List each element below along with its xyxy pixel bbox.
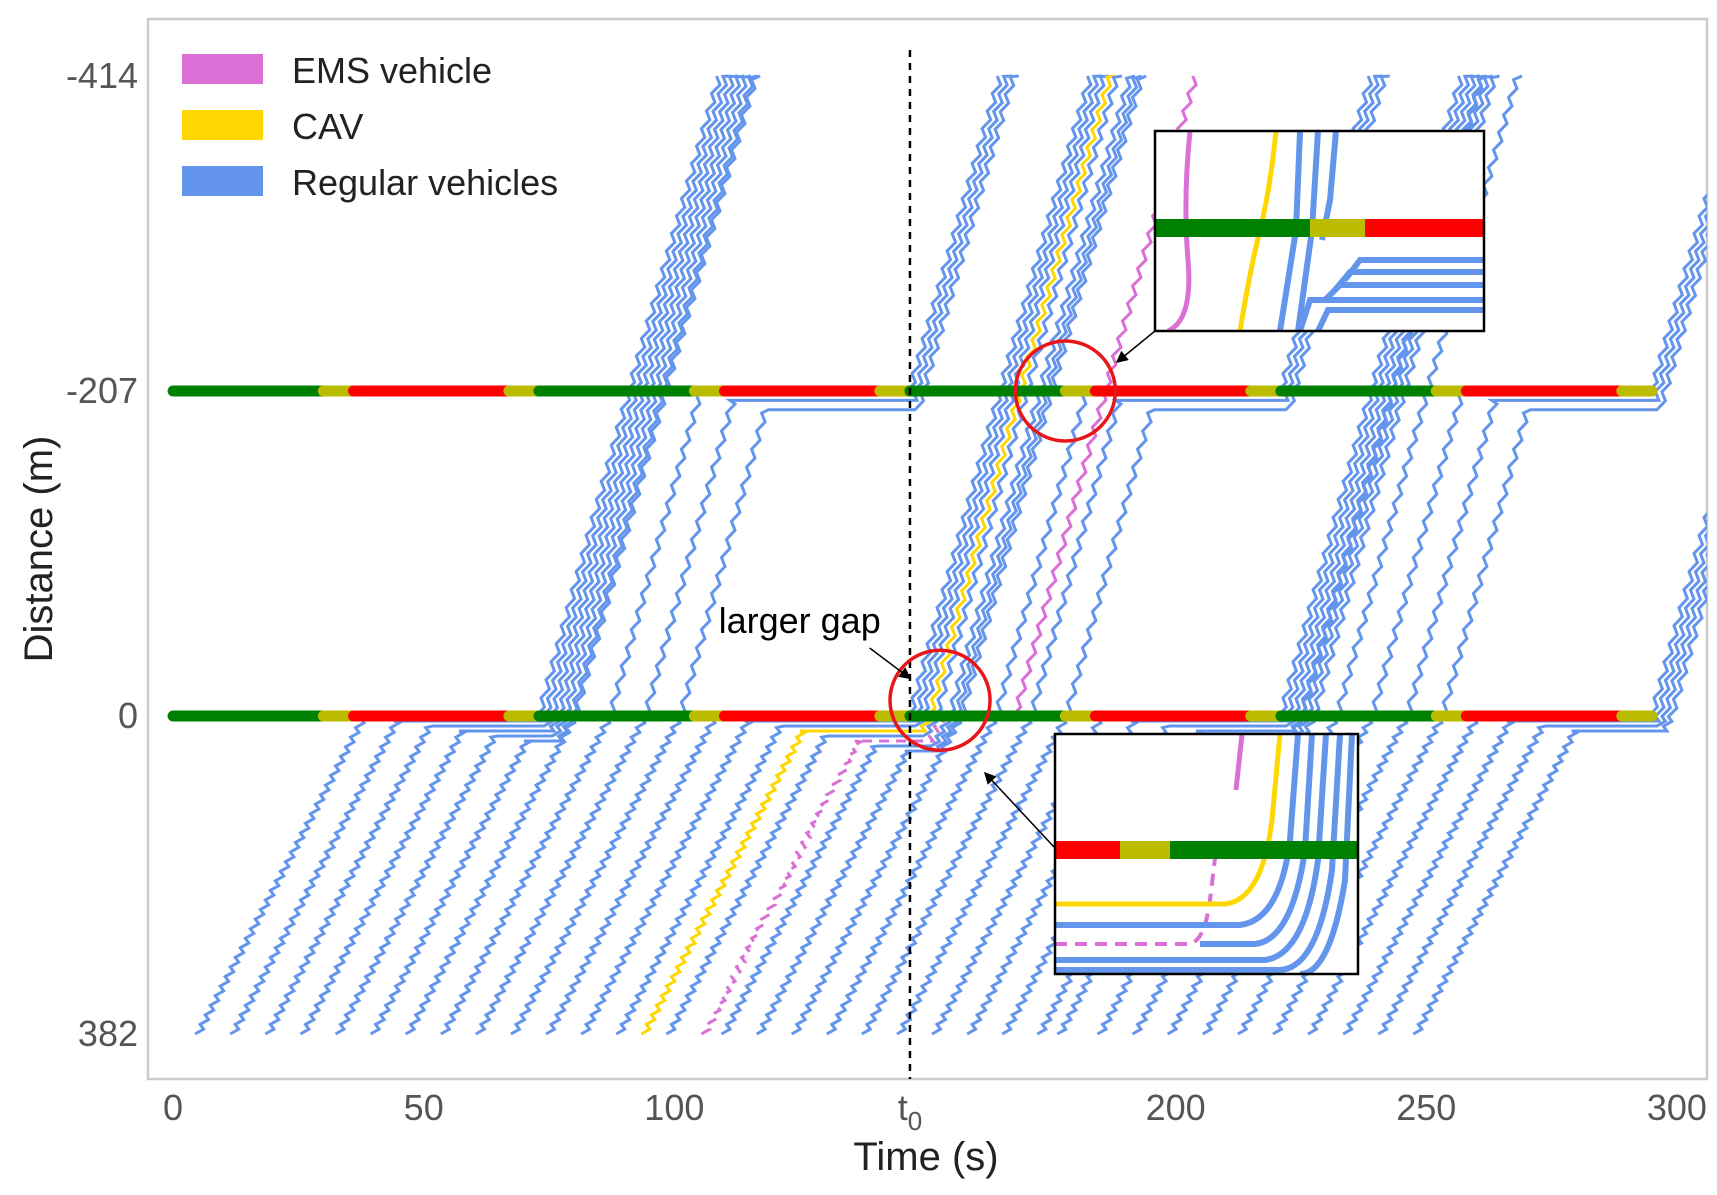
y-axis-ticks: -414 -207 0 382 bbox=[66, 55, 138, 1054]
x-tick-label: 200 bbox=[1146, 1087, 1206, 1128]
regular-vehicle-trajectory bbox=[1412, 572, 1707, 1036]
inset-lower-arrow bbox=[983, 771, 1056, 849]
annotation-label: larger gap bbox=[719, 600, 881, 641]
regular-vehicle-trajectory bbox=[194, 75, 722, 1036]
regular-vehicle-trajectory bbox=[440, 75, 1003, 1036]
inset-zoom-lower bbox=[1053, 732, 1360, 976]
regular-vehicle-trajectory bbox=[334, 74, 752, 1036]
x-tick-label: 250 bbox=[1396, 1087, 1456, 1128]
legend-label-cav: CAV bbox=[292, 106, 363, 147]
inset-lower-cav-trajectory bbox=[1055, 734, 1283, 907]
regular-vehicle-trajectory bbox=[264, 74, 739, 1036]
y-tick-label: -207 bbox=[66, 370, 138, 411]
legend-label-regular: Regular vehicles bbox=[292, 162, 558, 203]
y-tick-label: -414 bbox=[66, 55, 138, 96]
regular-vehicle-trajectory bbox=[1377, 552, 1707, 1036]
regular-vehicle-trajectory bbox=[299, 74, 745, 1036]
signal-bars bbox=[167, 385, 1658, 722]
regular-vehicle-trajectory bbox=[1307, 512, 1707, 1036]
cav-vehicle-trajectory bbox=[640, 74, 1116, 1036]
legend-swatch-ems bbox=[182, 54, 263, 84]
regular-vehicle-trajectory bbox=[404, 74, 761, 1036]
regular-vehicle-trajectory bbox=[755, 74, 1142, 1036]
inset-upper-ems-trajectory bbox=[1166, 131, 1193, 331]
legend-swatch-cav bbox=[182, 110, 263, 140]
regular-vehicle-trajectory bbox=[790, 74, 1147, 1036]
x-tick-label: t0 bbox=[898, 1087, 922, 1136]
highlight-circle bbox=[1013, 339, 1118, 443]
regular-vehicle-trajectory bbox=[665, 74, 1123, 1036]
regular-vehicle-trajectory bbox=[545, 75, 1093, 1036]
inset-zoom-upper bbox=[1153, 129, 1486, 333]
annotation-larger-gap: larger gap bbox=[719, 600, 912, 680]
y-tick-label: 0 bbox=[118, 695, 138, 736]
inset-lower-ems-trajectory bbox=[1055, 734, 1245, 946]
x-tick-label: 100 bbox=[644, 1087, 704, 1128]
regular-vehicle-trajectory bbox=[615, 74, 1110, 1036]
legend: EMS vehicle CAV Regular vehicles bbox=[182, 50, 558, 203]
regular-vehicle-trajectory bbox=[229, 74, 732, 1036]
regular-vehicle-trajectory bbox=[475, 74, 1013, 1036]
highlight-circles bbox=[888, 339, 1118, 753]
legend-label-ems: EMS vehicle bbox=[292, 50, 492, 91]
x-axis-ticks: 0 50 100 t0 200 250 300 bbox=[163, 1087, 1707, 1136]
inset-upper-arrow bbox=[1115, 330, 1156, 363]
highlight-circle bbox=[888, 648, 992, 753]
x-tick-label: 300 bbox=[1647, 1087, 1707, 1128]
regular-vehicle-trajectory bbox=[510, 74, 1019, 1036]
ems-vehicle-trajectory bbox=[700, 714, 949, 1036]
x-axis-label: Time (s) bbox=[853, 1135, 998, 1179]
regular-vehicle-trajectory bbox=[1342, 532, 1707, 1036]
plot-area bbox=[167, 74, 1707, 1036]
x-tick-label: 50 bbox=[404, 1087, 444, 1128]
y-axis-label: Distance (m) bbox=[17, 436, 61, 663]
legend-swatch-regular bbox=[182, 166, 263, 196]
regular-vehicle-trajectory bbox=[720, 74, 1136, 1036]
y-tick-label: 382 bbox=[78, 1013, 138, 1054]
vehicle-trajectories bbox=[194, 74, 1707, 1036]
x-tick-label: 0 bbox=[163, 1087, 183, 1128]
regular-vehicle-trajectory bbox=[369, 74, 758, 1036]
regular-vehicle-trajectory bbox=[580, 74, 1103, 1036]
